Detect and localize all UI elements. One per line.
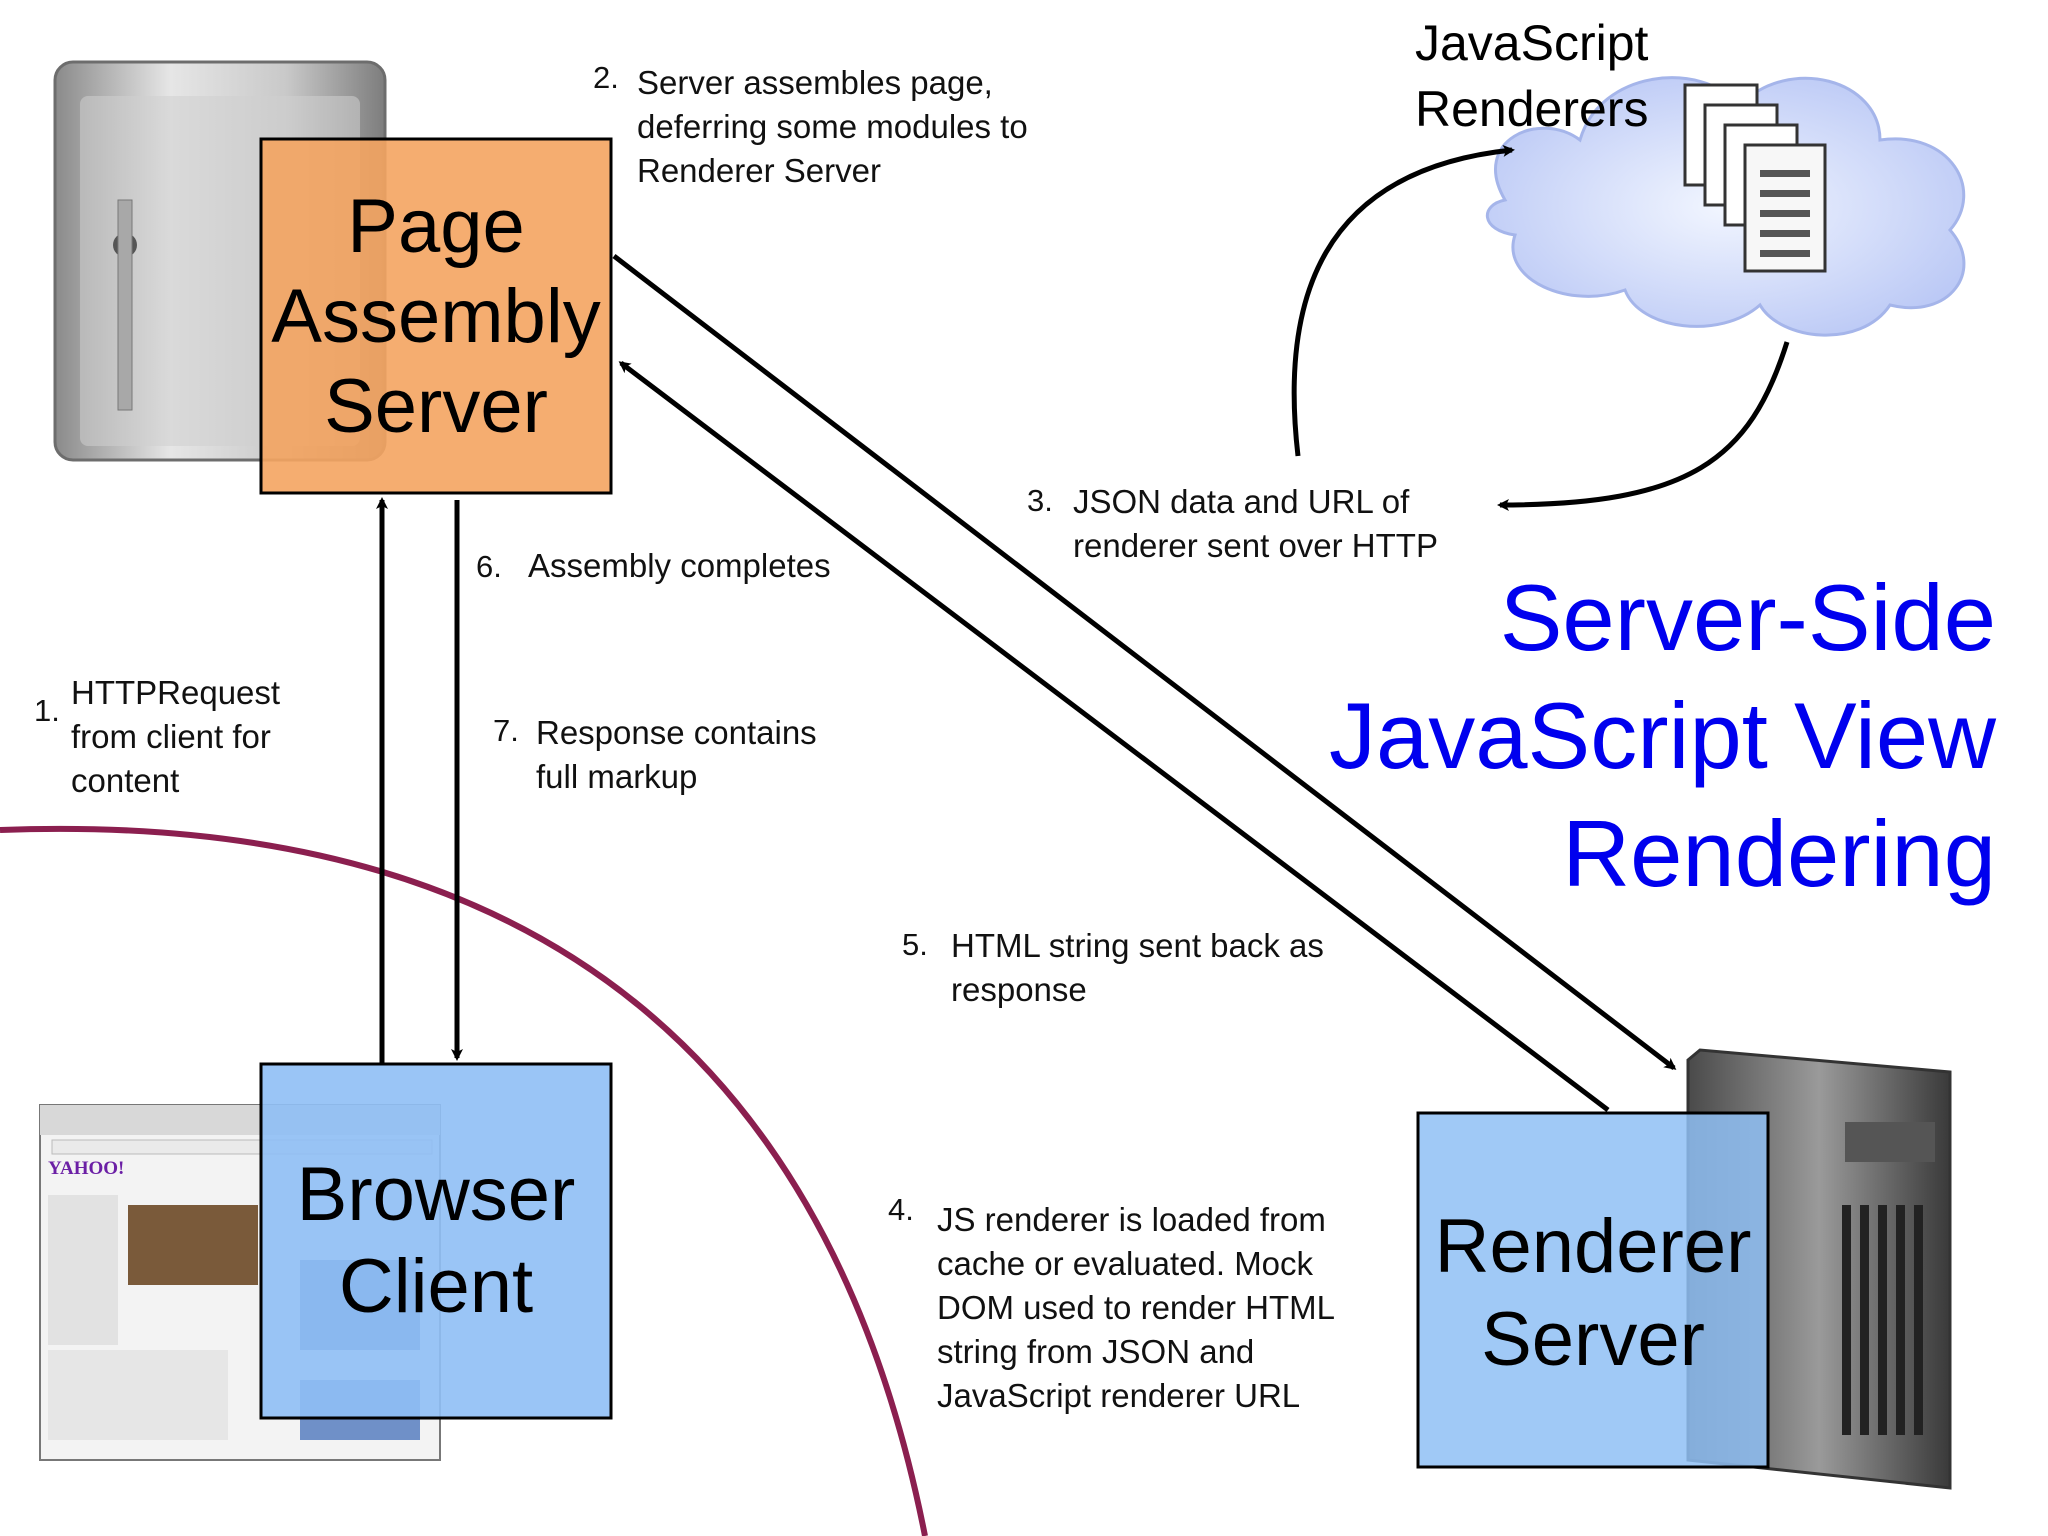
arrow-from-js-renderers [1497,341,1790,511]
step-2-line3: Renderer Server [637,152,881,189]
step-7-line2: full markup [536,758,697,795]
step-4-line2: cache or evaluated. Mock [937,1245,1314,1282]
step-1-line3: content [71,762,179,799]
step-5-number: 5. [902,927,928,962]
step-7-line1: Response contains [536,714,817,751]
step-3-annotation: 3. JSON data and URL of renderer sent ov… [1027,483,1438,564]
renderer-server-label-line2: Server [1481,1297,1705,1382]
title-line3: Rendering [1562,801,1996,906]
page-assembly-server-node: Page Assembly Server [259,137,613,495]
step-3-number: 3. [1027,483,1053,518]
arrow-to-renderer-server [612,254,1677,1070]
step-5-line2: response [951,971,1087,1008]
browser-client-node: Browser Client [259,1062,613,1420]
step-1-line2: from client for [71,718,271,755]
page-assembly-label-line3: Server [324,364,548,449]
document-stack-icon [1683,83,1827,273]
step-2-annotation: 2. Server assembles page, deferring some… [593,60,1028,189]
page-assembly-label-line1: Page [347,184,525,269]
step-1-number: 1. [34,693,60,728]
renderer-server-label-line1: Renderer [1435,1204,1752,1289]
step-4-line5: JavaScript renderer URL [937,1377,1300,1414]
step-3-line1: JSON data and URL of [1073,483,1410,520]
js-renderers-label-line2: Renderers [1415,81,1648,137]
arrow-to-js-renderers [1291,144,1515,457]
step-4-annotation: 4. JS renderer is loaded from cache or e… [888,1192,1335,1414]
browser-client-label-line1: Browser [297,1152,576,1237]
step-2-number: 2. [593,60,619,95]
step-3-line2: renderer sent over HTTP [1073,527,1438,564]
step-4-line1: JS renderer is loaded from [937,1201,1326,1238]
step-2-line1: Server assembles page, [637,64,993,101]
diagram-title: Server-Side JavaScript View Rendering [1329,565,1997,906]
arrow-to-page-assembly [618,361,1610,1112]
step-6-number: 6. [476,549,502,584]
renderer-server-node: Renderer Server [1416,1111,1770,1469]
step-4-line4: string from JSON and [937,1333,1254,1370]
step-5-annotation: 5. HTML string sent back as response [902,927,1324,1008]
step-2-line2: deferring some modules to [637,108,1028,145]
page-assembly-label-line2: Assembly [271,274,600,359]
title-line1: Server-Side [1500,565,1996,670]
step-1-line1: HTTPRequest [71,674,280,711]
title-line2: JavaScript View [1329,683,1997,788]
step-1-annotation: 1. HTTPRequest from client for content [34,674,280,799]
step-6-line1: Assembly completes [528,547,831,584]
step-4-line3: DOM used to render HTML [937,1289,1335,1326]
step-7-number: 7. [493,713,519,748]
step-6-annotation: 6. Assembly completes [476,547,831,584]
step-7-annotation: 7. Response contains full markup [493,713,817,795]
browser-client-label-line2: Client [339,1244,533,1329]
step-4-number: 4. [888,1192,914,1227]
js-renderers-label-line1: JavaScript [1415,15,1649,71]
client-boundary-arc [0,825,928,1536]
step-5-line1: HTML string sent back as [951,927,1324,964]
yahoo-logo: YAHOO! [48,1158,124,1179]
